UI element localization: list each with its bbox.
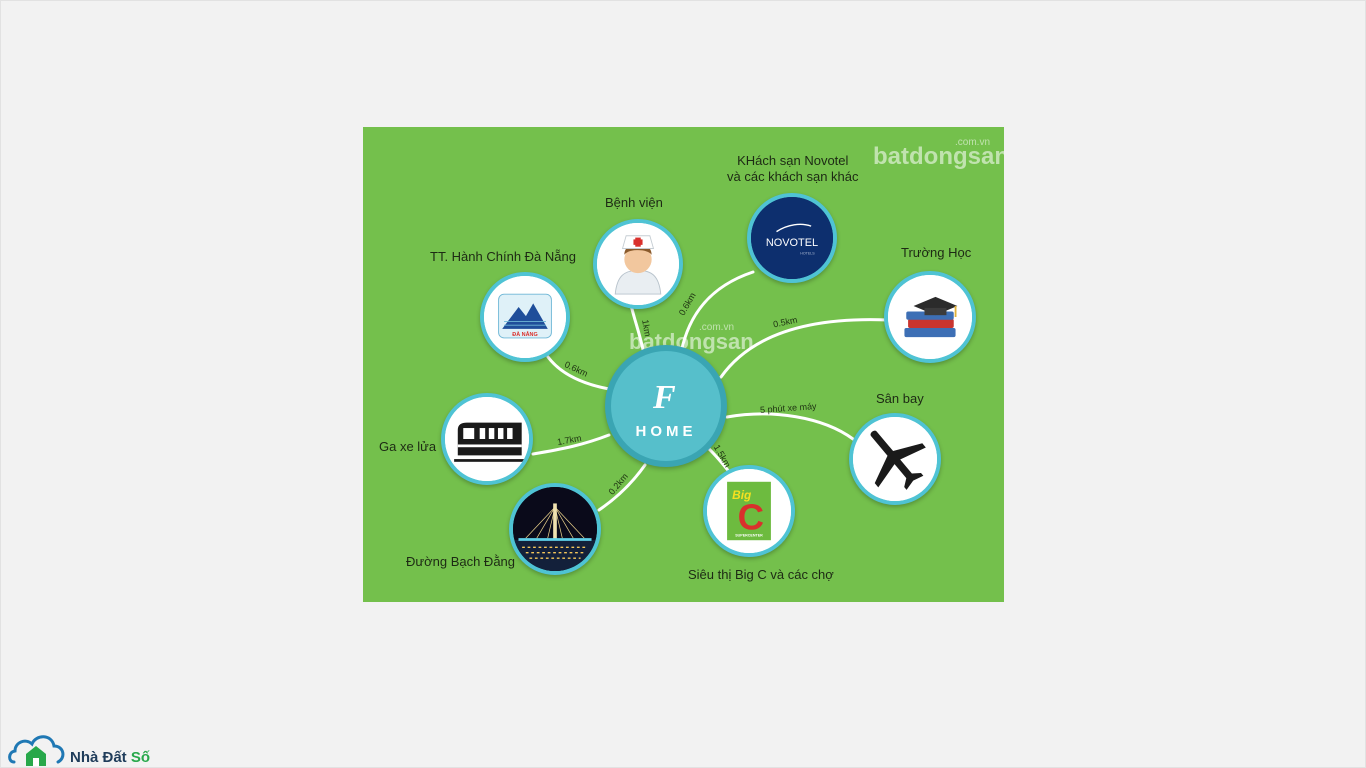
link-street xyxy=(597,463,647,512)
link-station xyxy=(531,433,611,456)
bigc-logo-big: Big xyxy=(732,488,752,502)
novotel-logo-text: NOVOTEL xyxy=(766,237,818,249)
label-street: Đường Bạch Đằng xyxy=(406,554,516,569)
link-airport xyxy=(725,412,855,441)
novotel-logo-icon: NOVOTEL HOTELS xyxy=(747,193,837,283)
brand-name: Nhà Đất Số xyxy=(70,749,150,766)
label-novotel: KHách sạn Novotel và các khách sạn khác xyxy=(727,153,859,185)
bigc-logo-sub: SUPERCENTER xyxy=(735,534,763,538)
watermark-suffix: .com.vn xyxy=(955,137,991,148)
novotel-logo-sub: HOTELS xyxy=(800,251,815,255)
label-school: Trường Học xyxy=(901,245,972,260)
danang-logo-text: ĐÀ NẴNG xyxy=(512,331,537,338)
location-map: 1km 0.6km 0.6km 0.5km 1.7km 5 phút xe má… xyxy=(363,127,1004,602)
watermark-suffix-center: .com.vn xyxy=(699,322,735,333)
connector-lines xyxy=(531,270,890,512)
watermark-logo: batdongsan xyxy=(873,143,1004,170)
airplane-icon xyxy=(849,413,941,505)
cloud-house-icon xyxy=(8,735,65,766)
fhome-logo-letter: F xyxy=(653,379,676,416)
label-bigc: Siêu thị Big C và các chợ xyxy=(688,567,834,582)
label-hospital: Bệnh viện xyxy=(605,195,663,210)
link-admin xyxy=(546,355,611,391)
bigc-logo-c: C xyxy=(738,496,764,537)
bigc-logo-icon: Big C SUPERCENTER xyxy=(703,465,795,557)
brand-name-part2: Số xyxy=(130,749,151,766)
train-icon xyxy=(441,393,533,485)
label-airport: Sân bay xyxy=(876,391,924,406)
link-novotel xyxy=(679,270,755,355)
fhome-center-node: F HOME xyxy=(605,345,727,467)
school-books-icon xyxy=(884,271,976,363)
fhome-logo-text: HOME xyxy=(635,423,697,440)
danang-admin-icon: ĐÀ NẴNG xyxy=(480,272,570,362)
brand-logo[interactable]: Nhà Đất Số xyxy=(6,732,150,768)
hospital-icon xyxy=(593,219,683,309)
label-station: Ga xe lửa xyxy=(379,439,437,454)
brand-name-part1: Nhà Đất xyxy=(70,749,131,766)
link-school xyxy=(719,318,890,379)
bridge-night-icon xyxy=(509,483,601,575)
label-novotel-line2: và các khách sạn khác xyxy=(727,169,859,184)
label-novotel-line1: KHách sạn Novotel xyxy=(737,153,849,168)
label-admin: TT. Hành Chính Đà Nẵng xyxy=(430,249,576,264)
